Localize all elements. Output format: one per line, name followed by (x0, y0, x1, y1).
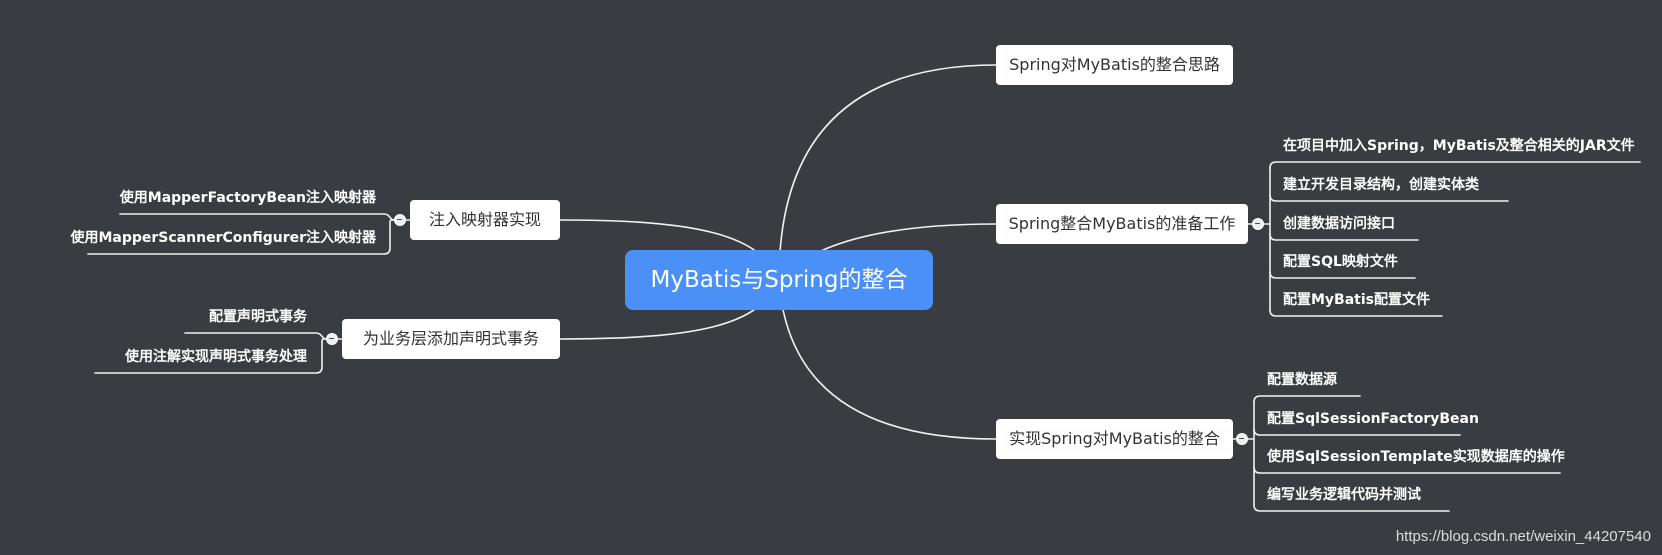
underline-implementation-3 (1253, 466, 1561, 474)
subtopic-configure-mybatis-config[interactable]: 配置MyBatis配置文件 (1283, 292, 1430, 308)
topic-label: 为业务层添加声明式事务 (362, 329, 539, 348)
underline-preparation-1 (1269, 161, 1641, 169)
topic-integration-approach[interactable]: Spring对MyBatis的整合思路 (996, 45, 1233, 85)
subtopic-configure-sqlsessionfactorybean[interactable]: 配置SqlSessionFactoryBean (1267, 411, 1479, 427)
collapse-inject-mapper-button[interactable] (394, 214, 406, 226)
collapse-declarative-transaction-button[interactable] (326, 333, 338, 345)
underline-preparation-5 (1269, 309, 1443, 317)
connector-root-to-integration-approach (778, 64, 997, 281)
subtopic-add-jar-files[interactable]: 在项目中加入Spring，MyBatis及整合相关的JAR文件 (1283, 138, 1635, 154)
subtopic-create-dao-interface[interactable]: 创建数据访问接口 (1283, 216, 1395, 232)
subtopic-create-directory-and-entities[interactable]: 建立开发目录结构，创建实体类 (1283, 177, 1479, 193)
topic-label: Spring整合MyBatis的准备工作 (1008, 214, 1236, 233)
underline-implementation-2 (1253, 428, 1461, 436)
topic-declarative-transaction[interactable]: 为业务层添加声明式事务 (342, 319, 560, 359)
underline-declarative-transaction-2 (94, 338, 327, 374)
topic-inject-mapper[interactable]: 注入映射器实现 (410, 200, 560, 240)
subtopic-annotation-transaction[interactable]: 使用注解实现声明式事务处理 (125, 349, 307, 365)
topic-label: 注入映射器实现 (428, 210, 541, 229)
minus-icon (397, 218, 402, 221)
subtopic-mapperscannerconfigurer[interactable]: 使用MapperScannerConfigurer注入映射器 (70, 230, 376, 246)
topic-label: 实现Spring对MyBatis的整合 (1009, 429, 1220, 448)
subtopic-configure-sql-mapping[interactable]: 配置SQL映射文件 (1283, 254, 1398, 270)
subtopic-write-business-logic[interactable]: 编写业务逻辑代码并测试 (1267, 487, 1421, 503)
minus-icon (329, 337, 334, 340)
underline-implementation-4 (1253, 504, 1450, 512)
topic-implementation[interactable]: 实现Spring对MyBatis的整合 (996, 419, 1233, 459)
collapse-implementation-button[interactable] (1236, 433, 1248, 445)
underline-preparation-4 (1269, 271, 1416, 279)
underline-inject-mapper-2 (87, 219, 395, 255)
subtopic-configure-declarative-transaction[interactable]: 配置声明式事务 (209, 309, 307, 325)
topic-label: Spring对MyBatis的整合思路 (1009, 55, 1220, 74)
root-topic-label: MyBatis与Spring的整合 (650, 267, 908, 293)
subtopic-configure-datasource[interactable]: 配置数据源 (1267, 372, 1337, 388)
underline-declarative-transaction-1 (184, 332, 327, 340)
connector-root-to-implementation (778, 279, 997, 440)
minus-icon (1239, 437, 1244, 440)
watermark-url: https://blog.csdn.net/weixin_44207540 (1395, 528, 1651, 545)
underline-preparation-2 (1269, 194, 1509, 202)
collapse-preparation-button[interactable] (1252, 218, 1264, 230)
underline-preparation-3 (1269, 233, 1419, 241)
topic-preparation[interactable]: Spring整合MyBatis的准备工作 (996, 204, 1248, 244)
subtopic-mapperfactorybean[interactable]: 使用MapperFactoryBean注入映射器 (119, 190, 376, 206)
minus-icon (1255, 222, 1260, 225)
root-topic[interactable]: MyBatis与Spring的整合 (625, 250, 933, 310)
underline-implementation-1 (1253, 395, 1361, 403)
underline-inject-mapper-1 (119, 213, 395, 221)
subtopic-use-sqlsessiontemplate[interactable]: 使用SqlSessionTemplate实现数据库的操作 (1267, 449, 1565, 465)
